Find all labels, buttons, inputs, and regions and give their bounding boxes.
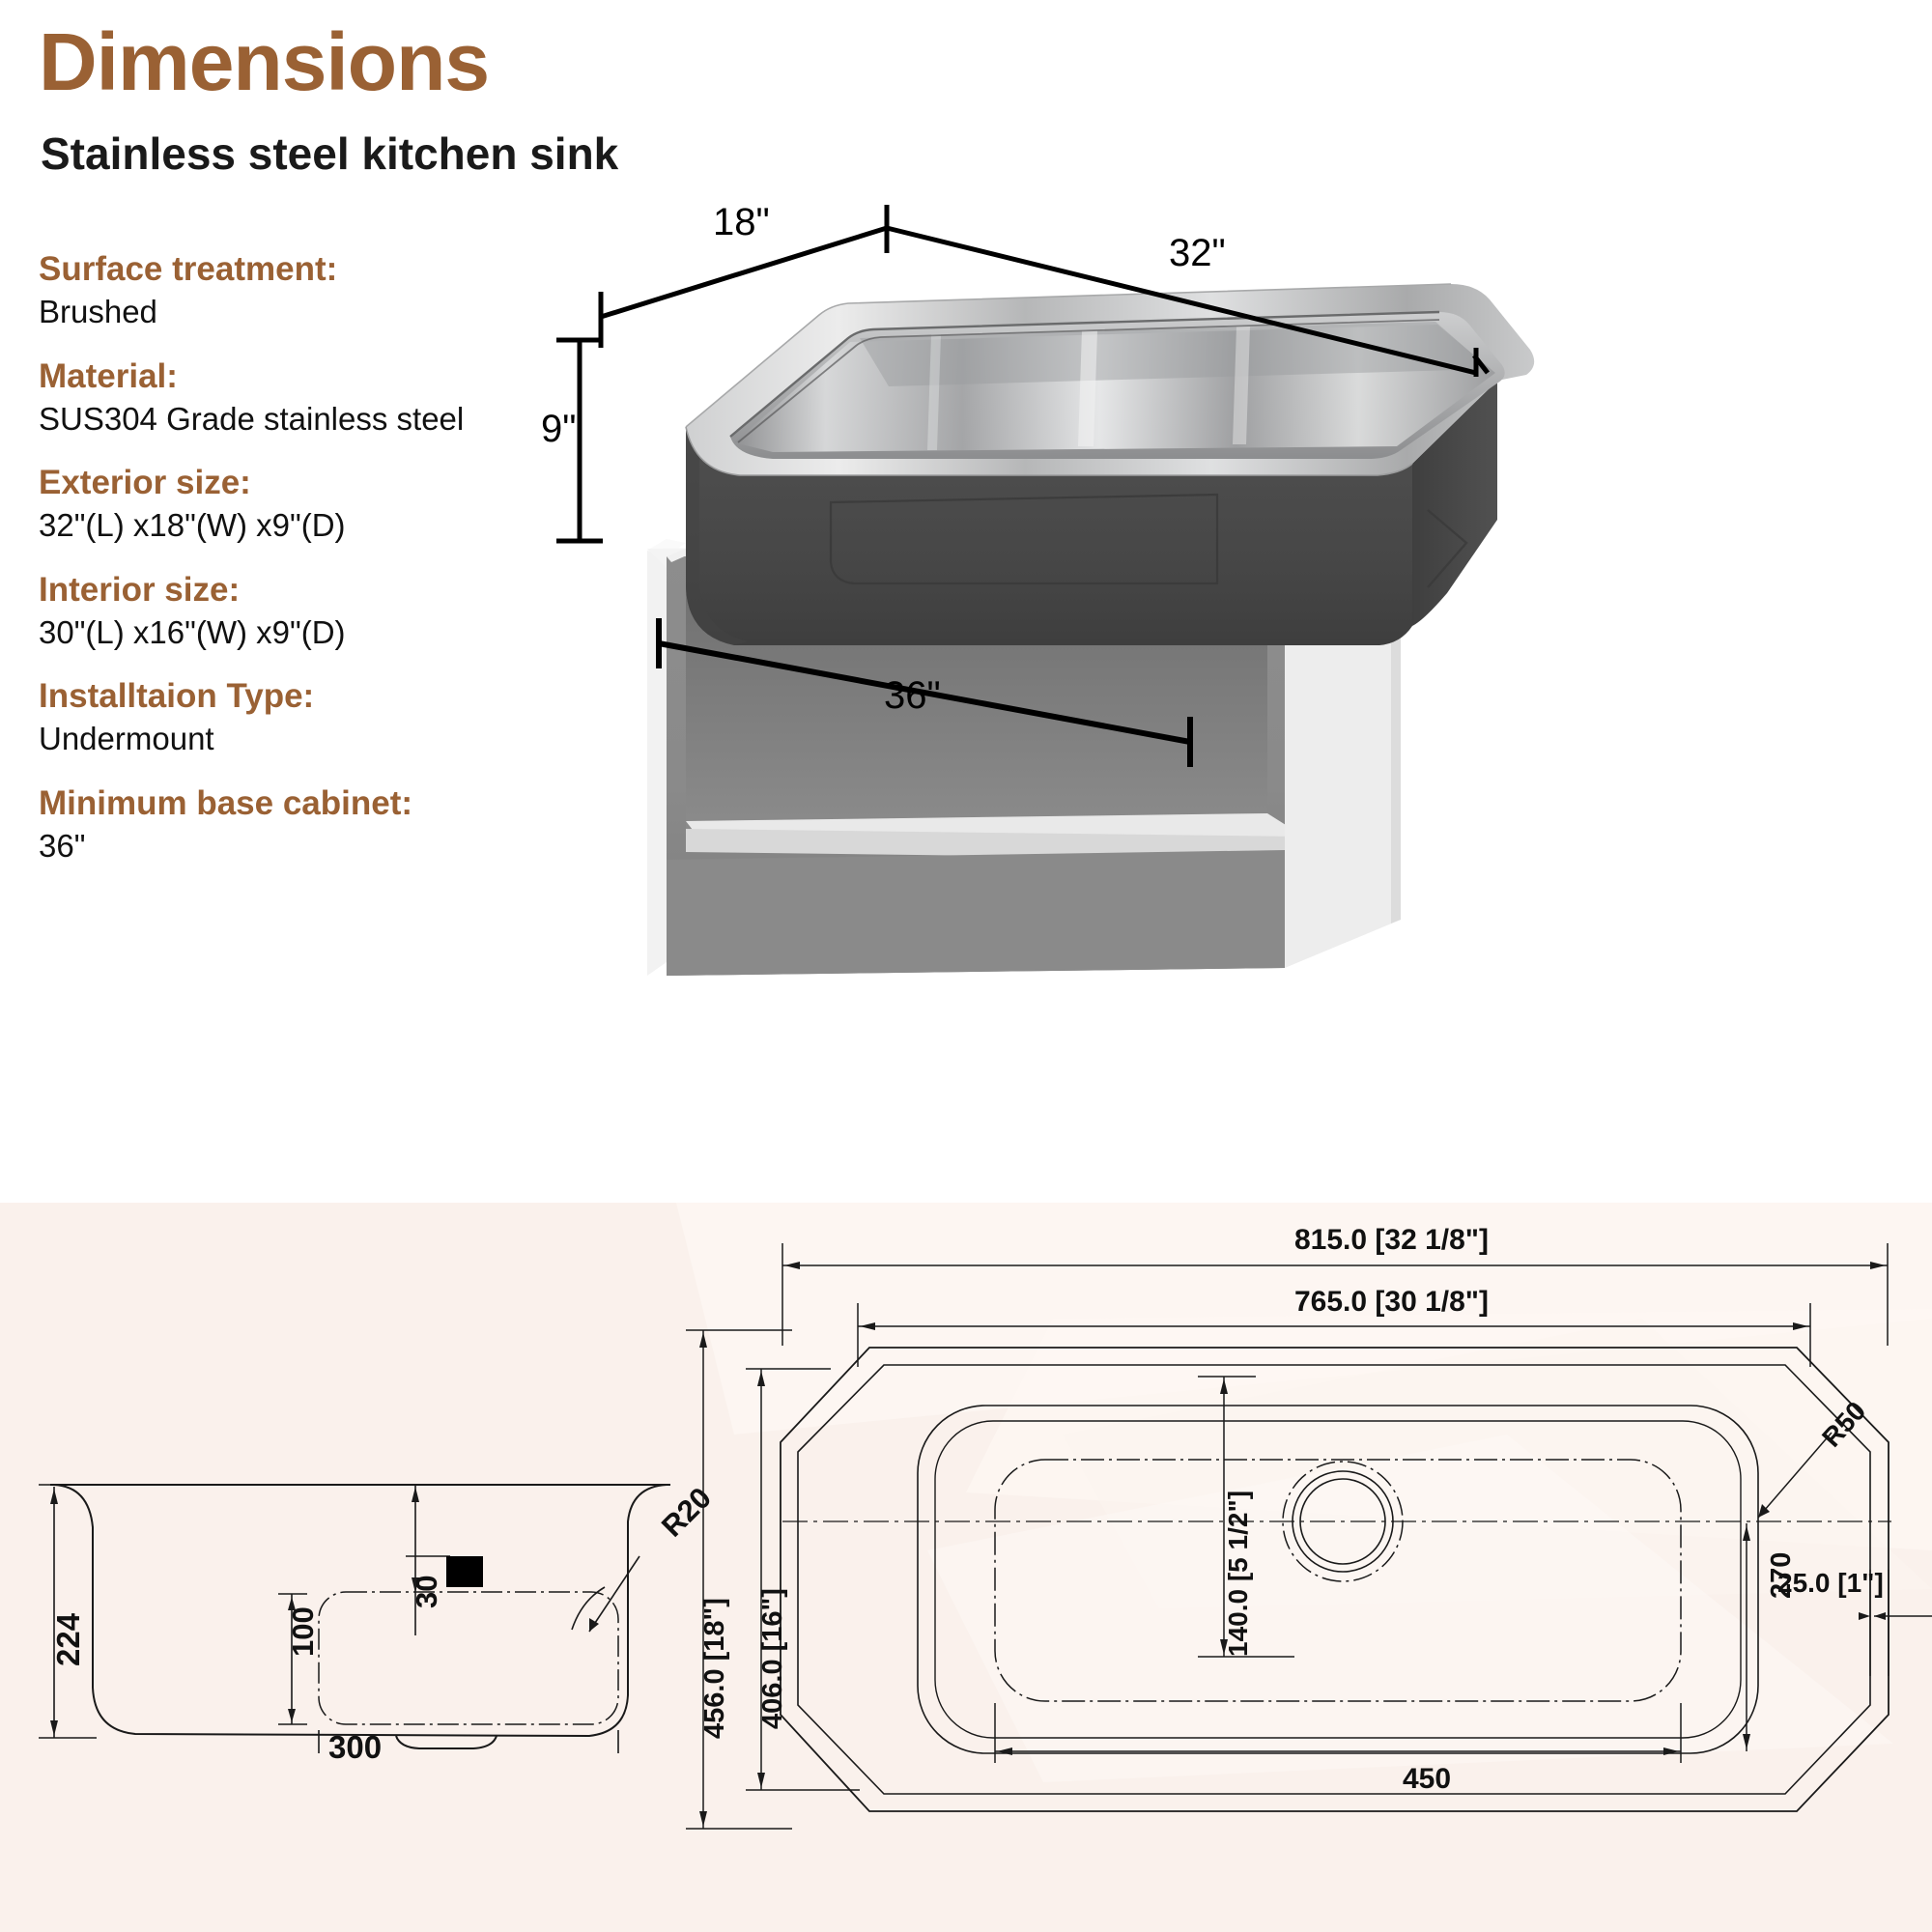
profile-section-drawing bbox=[39, 1484, 670, 1753]
profile-offset-label: 30 bbox=[410, 1575, 443, 1608]
spec-item-material: Material: SUS304 Grade stainless steel bbox=[39, 356, 580, 440]
spec-value: Brushed bbox=[39, 294, 157, 330]
iso-width-label: 18" bbox=[713, 201, 770, 243]
plan-inner-width-label: 406.0 [16"] bbox=[757, 1588, 788, 1729]
isometric-sink-illustration: 18" 32" 9" 36" bbox=[541, 184, 1932, 1203]
plan-drain-x-label: 450 bbox=[1403, 1763, 1452, 1795]
plan-view-drawing bbox=[686, 1243, 1932, 1830]
plan-inner-length-label: 765.0 [30 1/8"] bbox=[1294, 1286, 1490, 1318]
plan-outer-width-label: 456.0 [18"] bbox=[699, 1598, 730, 1739]
plan-rim-width-label: 25.0 [1"] bbox=[1777, 1568, 1884, 1598]
page-subtitle: Stainless steel kitchen sink bbox=[41, 128, 619, 179]
spec-label: Interior size: bbox=[39, 570, 241, 609]
profile-inner-height-label: 100 bbox=[286, 1606, 320, 1657]
iso-cabinet-label: 36" bbox=[884, 674, 941, 717]
iso-length-label: 32" bbox=[1169, 232, 1226, 274]
spec-item-installation-type: Installtaion Type: Undermount bbox=[39, 676, 580, 759]
spec-value: 30"(L) x16"(W) x9"(D) bbox=[39, 613, 346, 650]
profile-height-label: 224 bbox=[50, 1612, 86, 1666]
spec-value: SUS304 Grade stainless steel bbox=[39, 400, 465, 437]
spec-value: 36" bbox=[39, 828, 86, 865]
spec-label: Material: bbox=[39, 356, 178, 395]
spec-item-minimum-base-cabinet: Minimum base cabinet: 36" bbox=[39, 783, 580, 867]
spec-item-surface-treatment: Surface treatment: Brushed bbox=[39, 249, 580, 332]
spec-label: Surface treatment: bbox=[39, 250, 338, 288]
spec-label: Exterior size: bbox=[39, 464, 251, 502]
plan-outer-length-label: 815.0 [32 1/8"] bbox=[1294, 1224, 1490, 1256]
spec-label: Minimum base cabinet: bbox=[39, 783, 413, 822]
spec-value: Undermount bbox=[39, 721, 214, 757]
page-title: Dimensions bbox=[39, 16, 490, 107]
profile-width-label: 300 bbox=[328, 1729, 383, 1765]
spec-item-exterior-size: Exterior size: 32"(L) x18"(W) x9"(D) bbox=[39, 463, 580, 546]
plan-drain-offset-label: 140.0 [5 1/2"] bbox=[1223, 1490, 1253, 1657]
iso-depth-label: 9" bbox=[541, 408, 577, 450]
spec-item-interior-size: Interior size: 30"(L) x16"(W) x9"(D) bbox=[39, 570, 580, 653]
spec-value: 32"(L) x18"(W) x9"(D) bbox=[39, 507, 346, 544]
top-info-panel: Dimensions Stainless steel kitchen sink … bbox=[39, 16, 1932, 1203]
spec-label: Installtaion Type: bbox=[39, 677, 315, 716]
technical-drawing-panel: 224 100 30 R20 300 bbox=[0, 1203, 1932, 1932]
specification-list: Surface treatment: Brushed Material: SUS… bbox=[39, 249, 580, 890]
